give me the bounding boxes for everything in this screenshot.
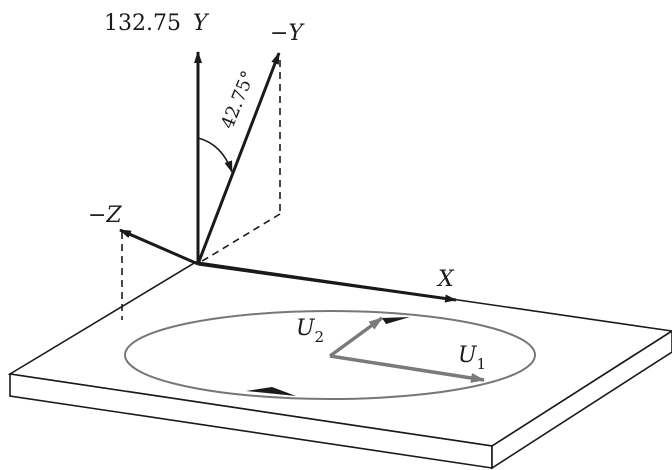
angle-arc bbox=[197, 137, 233, 173]
projection-lines bbox=[121, 60, 281, 320]
plate-top-face bbox=[7, 261, 672, 447]
plate-side-face bbox=[491, 330, 672, 470]
neg-z-axis-arrow bbox=[119, 228, 199, 266]
u2-label-base: U bbox=[296, 316, 316, 341]
y-value-label: 132.75 bbox=[104, 11, 181, 36]
y-axis-label: Y bbox=[193, 11, 210, 36]
plate bbox=[7, 261, 672, 470]
u2-label-sub: 2 bbox=[315, 328, 325, 346]
u1-vector bbox=[329, 354, 485, 383]
neg-y-axis-arrow bbox=[196, 52, 281, 265]
u1-label-sub: 1 bbox=[477, 355, 487, 373]
neg-y-axis-label: −Y bbox=[270, 21, 305, 46]
neg-z-axis-label: −Z bbox=[88, 203, 122, 228]
elliptical-path bbox=[124, 310, 536, 400]
u2-vector bbox=[328, 316, 384, 358]
x-axis-arrow bbox=[197, 262, 457, 303]
u1-label: U1 bbox=[458, 343, 486, 373]
path-direction-arrow-top bbox=[382, 317, 410, 324]
neg-y-diagonal-drop bbox=[198, 213, 281, 264]
x-axis-label: X bbox=[436, 267, 455, 292]
path-direction-arrow-bottom bbox=[246, 387, 296, 396]
u1-label-base: U bbox=[458, 343, 478, 368]
u2-label: U2 bbox=[296, 316, 324, 346]
